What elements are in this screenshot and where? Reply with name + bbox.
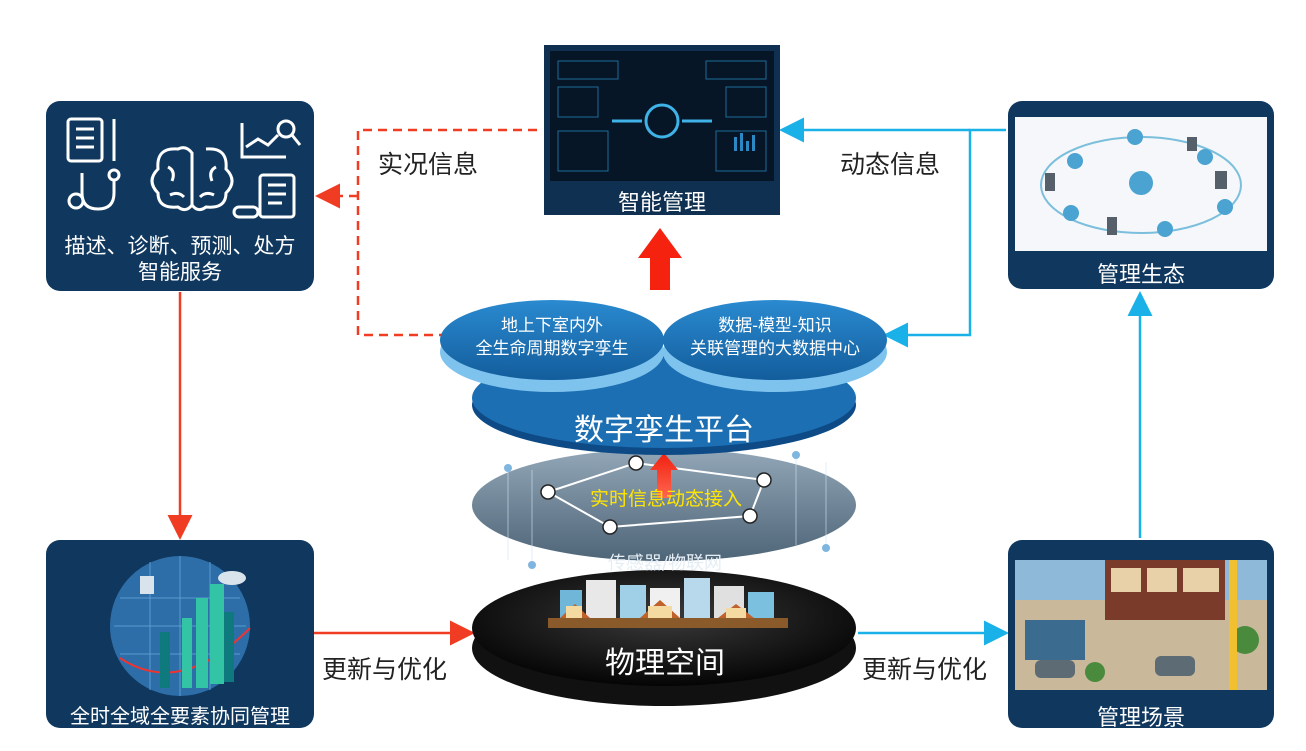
right-platform-disc	[663, 300, 887, 380]
dynamic-info-line	[883, 128, 1006, 348]
left-disc-line2: 全生命周期数字孪生	[475, 339, 629, 359]
collaborative-management-caption: 全时全域全要素协同管理	[70, 704, 290, 728]
stethoscope-icon	[67, 168, 121, 211]
management-scene-caption: 管理场景	[1096, 706, 1185, 731]
right-disc-line2: 关联管理的大数据中心	[690, 339, 860, 359]
left-platform-disc	[440, 300, 664, 380]
access-up-arrow	[650, 453, 678, 498]
dashboard-screen	[550, 51, 774, 181]
scene-image	[1015, 560, 1267, 690]
brain-icon	[150, 146, 234, 212]
physical-space-label: 物理空间	[605, 646, 725, 681]
trend-search-icon	[240, 119, 302, 159]
left-disc-text: 地上下室内外 全生命周期数字孪生	[452, 315, 652, 361]
service-caption: 描述、诊断、预测、处方 智能服务	[46, 233, 314, 285]
sensor-network	[545, 461, 766, 529]
right-disc-text: 数据-模型-知识 关联管理的大数据中心	[670, 315, 880, 361]
smart-city-illustration	[110, 556, 251, 696]
dynamic-info-label: 动态信息	[840, 150, 941, 179]
platform-up-arrow	[638, 228, 682, 290]
access-label: 实时信息动态接入	[589, 488, 742, 510]
right-disc-line1: 数据-模型-知识	[718, 316, 832, 336]
management-ecology-caption: 管理生态	[1096, 263, 1185, 288]
service-caption-line2: 智能服务	[138, 260, 222, 284]
update-optimize-right-label: 更新与优化	[862, 655, 988, 684]
service-caption-line1: 描述、诊断、预测、处方	[64, 234, 296, 258]
smart-management-caption: 智能管理	[617, 191, 706, 216]
sensor-label: 传感器/物联网	[607, 553, 723, 574]
service-icons	[66, 117, 302, 219]
update-optimize-left-label: 更新与优化	[322, 655, 448, 684]
dashboard-core-icon	[612, 103, 712, 139]
collaborative-management-card: 全时全域全要素协同管理	[46, 540, 314, 728]
notebook-icon	[66, 117, 116, 163]
platform-title: 数字孪生平台	[574, 413, 754, 448]
management-ecology-card: 管理生态	[1008, 101, 1274, 289]
city-illustration	[548, 578, 788, 628]
ecology-image	[1015, 117, 1267, 251]
live-info-label: 实况信息	[378, 150, 479, 179]
smart-management-card: 智能管理	[544, 45, 780, 216]
left-disc-line1: 地上下室内外	[501, 316, 603, 336]
management-scene-card: 管理场景	[1008, 540, 1274, 731]
live-info-dashed-line	[356, 128, 542, 337]
prescription-icon	[232, 173, 296, 219]
intelligent-service-card: 描述、诊断、预测、处方 智能服务	[46, 101, 314, 291]
